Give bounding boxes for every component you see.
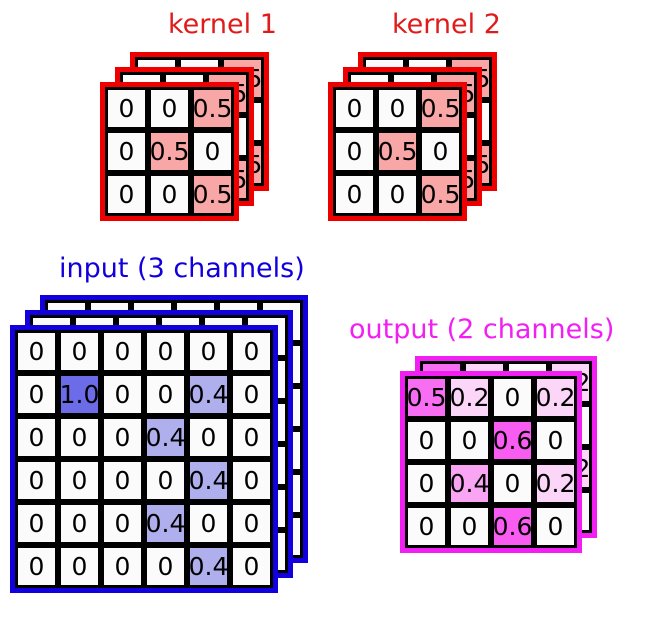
output-cell: 0 — [534, 505, 577, 548]
kernel-2-cell: 0 — [376, 87, 419, 130]
input-cell: 0 — [230, 416, 273, 459]
input-cell: 0 — [230, 502, 273, 545]
input-cell: 0 — [187, 330, 230, 373]
input-cell: 0 — [230, 373, 273, 416]
input-cell: 0.4 — [187, 545, 230, 588]
input-cell: 0 — [15, 373, 58, 416]
input-cell: 0 — [230, 545, 273, 588]
input-cell: 0 — [230, 330, 273, 373]
output-cell: 0 — [405, 505, 448, 548]
output-cell: 0 — [534, 419, 577, 462]
kernel-2-cell: 0.5 — [419, 173, 462, 216]
output-cell: 0.4 — [448, 462, 491, 505]
input-cell: 0.4 — [144, 502, 187, 545]
input-cell: 0 — [101, 502, 144, 545]
kernel-1-cell: 0 — [105, 173, 148, 216]
input-cell: 0 — [144, 459, 187, 502]
output-stack: 0.50.200.2000.6000.400.2000.600.50.200.2… — [400, 356, 640, 561]
kernel-1-cell: 0 — [191, 130, 234, 173]
input-cell: 0 — [15, 416, 58, 459]
input-cell: 0 — [15, 459, 58, 502]
input-cell: 0 — [187, 416, 230, 459]
kernel-1-cell: 0 — [105, 87, 148, 130]
output-cell: 0 — [448, 419, 491, 462]
kernel-1-cell: 0 — [148, 87, 191, 130]
kernel-2-cell: 0.5 — [376, 130, 419, 173]
output-cell: 0 — [491, 462, 534, 505]
input-cell: 0 — [187, 502, 230, 545]
input-cell: 0 — [144, 545, 187, 588]
output-cell: 0 — [405, 462, 448, 505]
input-cell: 0 — [58, 416, 101, 459]
input-cell: 0 — [230, 459, 273, 502]
input-cell: 0 — [101, 416, 144, 459]
input-cell: 1.0 — [58, 373, 101, 416]
kernel-2-cell: 0 — [333, 173, 376, 216]
output-cell: 0.5 — [405, 376, 448, 419]
output-cell: 0.6 — [491, 505, 534, 548]
output-cell: 0.2 — [448, 376, 491, 419]
kernel-1-cell: 0 — [148, 173, 191, 216]
output-title: output (2 channels) — [349, 314, 615, 345]
kernel-1-cell: 0.5 — [191, 87, 234, 130]
output-cell: 0.2 — [534, 376, 577, 419]
input-title: input (3 channels) — [59, 253, 305, 284]
input-cell: 0.4 — [187, 459, 230, 502]
output-cell: 0.2 — [534, 462, 577, 505]
kernel-1-cell: 0 — [105, 130, 148, 173]
input-cell: 0 — [144, 330, 187, 373]
input-cell: 0 — [144, 373, 187, 416]
input-cell: 0.4 — [187, 373, 230, 416]
kernel-2-cell: 0.5 — [419, 87, 462, 130]
input-cell: 0.4 — [144, 416, 187, 459]
output-cell: 0.6 — [491, 419, 534, 462]
output-cell: 0 — [405, 419, 448, 462]
output-cell: 0 — [448, 505, 491, 548]
kernel-1-title: kernel 1 — [168, 9, 277, 40]
kernel-1-stack: 000.500.50000.5000.500.50000.5000.500.50… — [100, 52, 290, 234]
kernel-2-cell: 0 — [376, 173, 419, 216]
input-cell: 0 — [101, 545, 144, 588]
output-cell: 0 — [491, 376, 534, 419]
input-cell: 0 — [15, 502, 58, 545]
kernel-2-title: kernel 2 — [392, 9, 501, 40]
input-cell: 0 — [101, 330, 144, 373]
input-cell: 0 — [58, 330, 101, 373]
input-cell: 0 — [15, 545, 58, 588]
kernel-1-cell: 0.5 — [191, 173, 234, 216]
kernel-2-stack: 000.500.50000.5000.500.50000.5000.500.50… — [328, 52, 518, 234]
input-cell: 0 — [15, 330, 58, 373]
input-cell: 0 — [101, 459, 144, 502]
input-cell: 0 — [58, 502, 101, 545]
kernel-2-cell: 0 — [333, 130, 376, 173]
input-cell: 0 — [58, 545, 101, 588]
kernel-1-cell: 0.5 — [148, 130, 191, 173]
input-cell: 0 — [101, 373, 144, 416]
input-stack: 0000000000000000000000000000000000000000… — [10, 295, 330, 595]
input-cell: 0 — [58, 459, 101, 502]
kernel-2-cell: 0 — [333, 87, 376, 130]
kernel-2-cell: 0 — [419, 130, 462, 173]
